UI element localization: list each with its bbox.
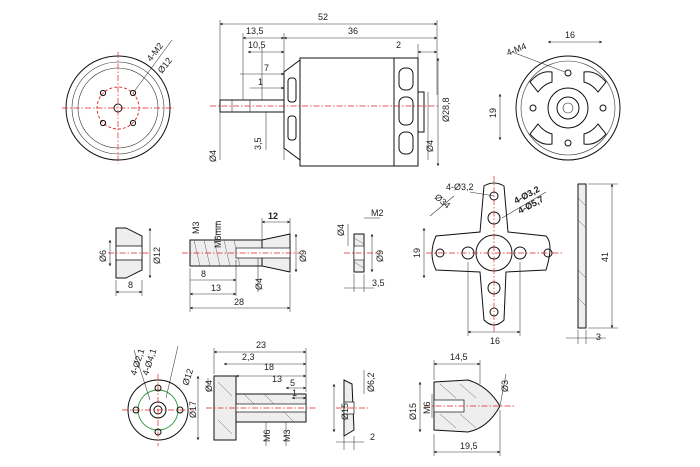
side-dim-36: 36 bbox=[348, 26, 358, 36]
adapter-dim-12: 12 bbox=[268, 211, 278, 221]
side-dim-2: 2 bbox=[396, 40, 401, 50]
adapter-m3: M3 bbox=[191, 221, 201, 234]
hub-m6: M6 bbox=[262, 429, 272, 442]
side-dim-3-5: 3,5 bbox=[253, 137, 263, 150]
hub-dia-4: Ø4 bbox=[204, 380, 214, 392]
spinner-dia-3: Ø3 bbox=[500, 380, 510, 392]
spinner-dim-14-5: 14,5 bbox=[450, 352, 468, 362]
hub-dim-2-3: 2,3 bbox=[242, 352, 255, 362]
mount-dim-41: 41 bbox=[600, 252, 610, 262]
spinner: 14,5 Ø15 M6 Ø3 19,5 bbox=[408, 352, 516, 456]
rear-dim-16: 16 bbox=[565, 30, 575, 40]
washer-dim-2: 2 bbox=[370, 432, 375, 442]
hub-front-view: 4-Ø2,1 4-Ø4,1 Ø12 bbox=[122, 345, 195, 446]
collet-dia-12: Ø12 bbox=[152, 247, 162, 264]
spinner-m6: M6 bbox=[422, 401, 432, 414]
side-body-dia: Ø28,8 bbox=[441, 97, 451, 122]
washer-dia-15: Ø15 bbox=[340, 403, 350, 420]
hub-dim-23: 23 bbox=[256, 340, 266, 350]
adapter-dim-13: 13 bbox=[211, 283, 221, 293]
hub-dim-13: 13 bbox=[272, 374, 282, 384]
spacer: Ø4 M2 Ø9 3,5 bbox=[336, 208, 385, 292]
side-dim-1: 1 bbox=[258, 77, 263, 87]
rear-dim-19: 19 bbox=[488, 108, 498, 118]
hub-dim-5: 5 bbox=[290, 378, 295, 388]
mount-holes-a: 4-Ø3,2 bbox=[446, 182, 474, 192]
mount-dim-3: 3 bbox=[596, 332, 601, 342]
spinner-dim-19-5: 19,5 bbox=[460, 441, 478, 451]
prop-collet: Ø6 Ø12 8 bbox=[98, 227, 162, 296]
side-shaft-dia: Ø4 bbox=[208, 150, 218, 162]
adapter-dim-28: 28 bbox=[234, 297, 244, 307]
hub-dia-17: Ø17 bbox=[188, 401, 198, 418]
mount-side-view: 41 3 bbox=[566, 183, 618, 344]
mount-pcd: Ø34 bbox=[433, 192, 452, 211]
side-overall-length: 52 bbox=[318, 12, 328, 22]
hub-dim-18: 18 bbox=[264, 362, 274, 372]
side-bearing-dia: Ø4 bbox=[425, 140, 435, 152]
prop-adapter: M3 M6mm 12 Ø9 8 13 Ø4 28 bbox=[182, 211, 308, 312]
hub-m3: M3 bbox=[282, 429, 292, 442]
washer: Ø6,2 Ø15 2 bbox=[332, 370, 376, 450]
adapter-m6: M6mm bbox=[213, 221, 223, 249]
side-dim-13-5: 13,5 bbox=[246, 26, 264, 36]
motor-rear-view: 4-M4 16 19 bbox=[488, 30, 621, 161]
collet-dia-6: Ø6 bbox=[98, 250, 108, 262]
mount-dim-19: 19 bbox=[412, 248, 422, 258]
spacer-dim-3-5: 3,5 bbox=[372, 278, 385, 288]
adapter-dia-4: Ø4 bbox=[254, 278, 264, 290]
spacer-dia-4: Ø4 bbox=[336, 224, 346, 236]
side-dim-10-5: 10,5 bbox=[248, 40, 266, 50]
washer-dia-6-2: Ø6,2 bbox=[366, 372, 376, 392]
mount-dim-16: 16 bbox=[490, 336, 500, 346]
rear-holes-label: 4-M4 bbox=[505, 41, 528, 58]
adapter-dia-9: Ø9 bbox=[298, 250, 308, 262]
spacer-dia-9: Ø9 bbox=[375, 250, 385, 262]
side-dim-7: 7 bbox=[264, 63, 269, 73]
hub-dia-12: Ø12 bbox=[180, 367, 195, 386]
motor-front-view: 4-M2 Ø12 bbox=[62, 39, 174, 164]
hub-side-view: 23 2,3 18 13 5 1 Ø4 Ø17 M6 M3 bbox=[188, 340, 316, 446]
adapter-dim-8: 8 bbox=[201, 269, 206, 279]
cross-mount: Ø34 4-Ø3,2 4-Ø3,2 4-Ø5,7 19 16 bbox=[412, 176, 562, 346]
spacer-m2: M2 bbox=[371, 208, 384, 218]
hub-dim-1: 1 bbox=[292, 388, 297, 398]
collet-dim-8: 8 bbox=[128, 280, 133, 290]
motor-side-view: 52 13,5 36 10,5 2 7 1 3,5 Ø4 Ø28,8 Ø4 bbox=[208, 12, 451, 167]
spinner-dia-15: Ø15 bbox=[408, 403, 418, 420]
